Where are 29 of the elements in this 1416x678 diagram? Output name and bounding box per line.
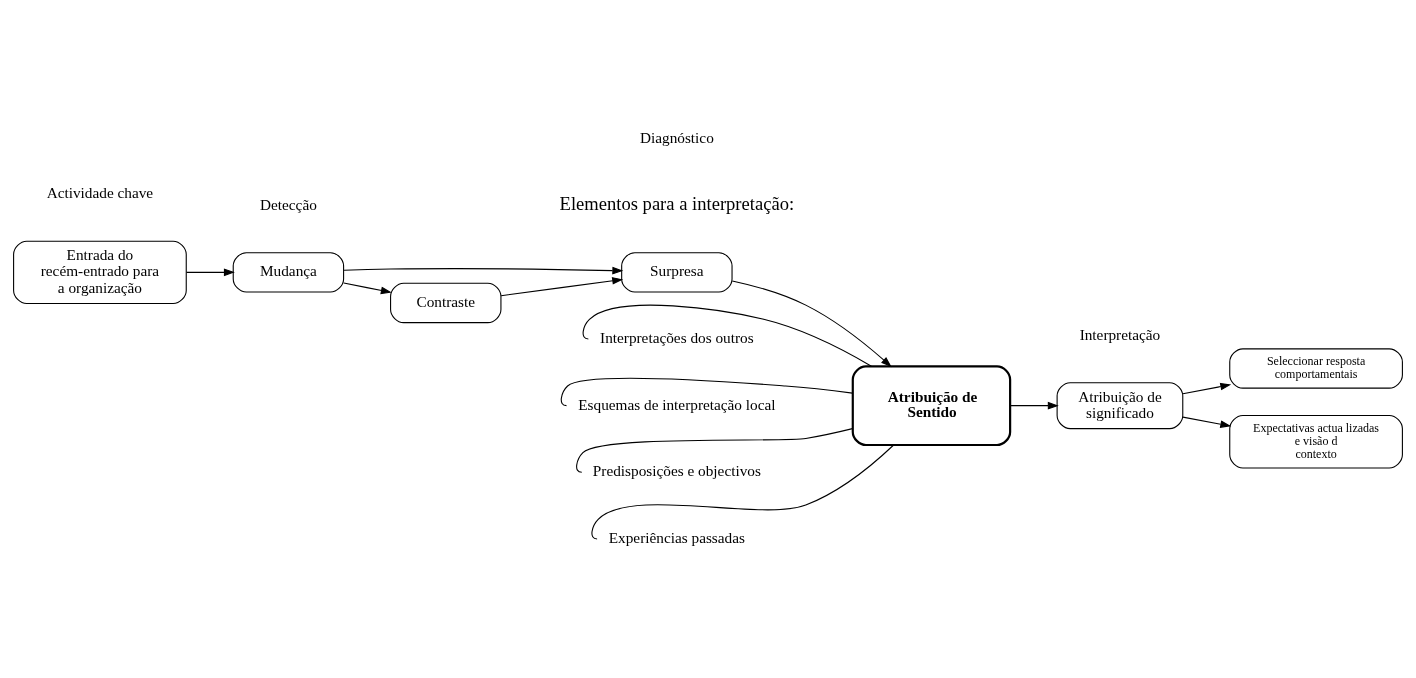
label: Elementos para a interpretação: xyxy=(559,193,795,215)
arrow xyxy=(1182,416,1232,428)
node-box: Mudança xyxy=(232,252,345,293)
arrow xyxy=(500,277,624,297)
node-text: Esquemas de interpretação local xyxy=(578,395,776,413)
node-box: Contraste xyxy=(390,282,502,324)
label: Interpretação xyxy=(1079,325,1161,343)
arrow xyxy=(343,282,392,295)
arrow xyxy=(731,280,892,368)
node-text: Experiências passadas xyxy=(608,529,745,546)
node-box: Entrada do recém-entrado para a organização xyxy=(13,240,187,305)
label: Actividade chave xyxy=(46,183,154,201)
arrow xyxy=(186,268,235,277)
arrow xyxy=(1182,382,1232,395)
connector xyxy=(576,428,853,473)
node-box: Seleccionar resposta comportamentais xyxy=(1229,348,1403,389)
connector xyxy=(560,377,853,407)
arrow xyxy=(343,266,624,275)
node-box: Atribuição de Sentido xyxy=(851,365,1012,447)
node-box: Surpresa xyxy=(621,252,733,293)
connector xyxy=(582,304,872,367)
node-text: Interpretações dos outros xyxy=(600,329,754,347)
node-box: Atribuição de significado xyxy=(1056,382,1184,430)
arrow xyxy=(1009,401,1059,410)
node-text: Predisposições e objectivos xyxy=(592,462,761,480)
connector xyxy=(591,444,894,540)
node-box: Expectativas actua lizadas e visão d contexto xyxy=(1229,414,1403,469)
label: Diagnóstico xyxy=(639,129,714,147)
label: Detecção xyxy=(259,195,317,213)
